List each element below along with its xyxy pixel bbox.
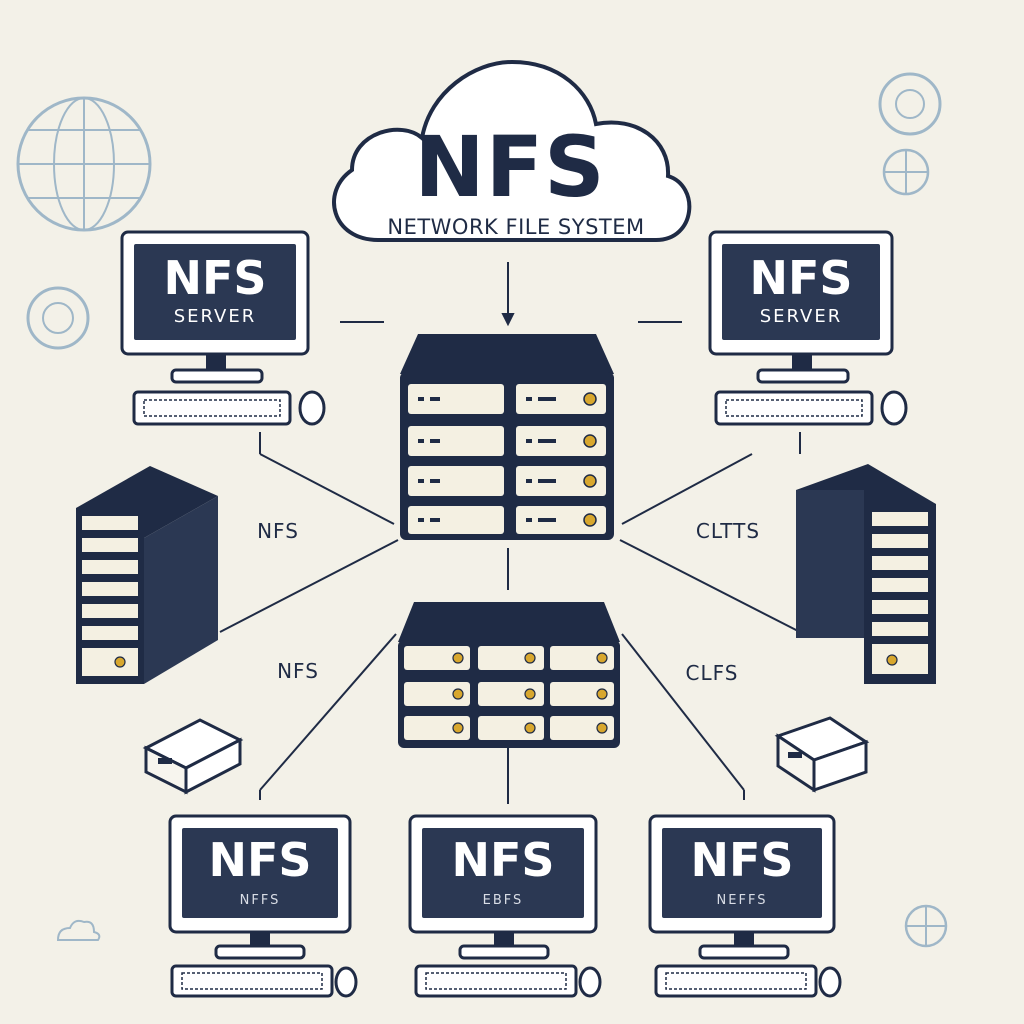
cloud-subtitle: NETWORK FILE SYSTEM — [387, 215, 644, 239]
client-left-subtitle: NFFS — [240, 893, 281, 908]
keyboard-icon — [654, 964, 818, 998]
mouse-icon — [298, 390, 326, 426]
server-monitor-right: NFS SERVER — [708, 230, 908, 426]
drive-box-right — [774, 716, 870, 793]
storage-server-secondary — [398, 602, 620, 748]
link-label-left-upper: NFS — [257, 519, 299, 543]
link-label-right-lower: CLFS — [686, 661, 739, 685]
tower-server-left — [76, 466, 218, 684]
small-cloud-icon — [56, 919, 101, 941]
client-monitor-right: NFS NEFFS — [648, 814, 842, 998]
link-label-left-lower: NFS — [277, 659, 319, 683]
cloud-title: NFS — [414, 118, 605, 216]
client-monitor-center: NFS EBFS — [408, 814, 602, 998]
mouse-icon — [880, 390, 908, 426]
server-left-subtitle: SERVER — [174, 306, 257, 327]
connection-lines — [219, 262, 801, 804]
target-icon-right — [878, 72, 942, 136]
client-center-title: NFS — [451, 833, 554, 887]
target-icon — [26, 286, 90, 350]
mouse-icon — [818, 966, 842, 998]
nfs-cloud: NFS NETWORK FILE SYSTEM — [332, 59, 692, 242]
client-right-subtitle: NEFFS — [717, 893, 768, 908]
keyboard-icon — [170, 964, 334, 998]
client-center-subtitle: EBFS — [483, 893, 524, 908]
keyboard-icon — [414, 964, 578, 998]
client-monitor-left: NFS NFFS — [168, 814, 358, 998]
mouse-icon — [334, 966, 358, 998]
keyboard-icon — [714, 390, 874, 426]
server-right-subtitle: SERVER — [760, 306, 843, 327]
link-label-right-upper: CLTTS — [696, 519, 760, 543]
server-monitor-left: NFS SERVER — [120, 230, 326, 426]
globe-icon — [16, 96, 152, 232]
mouse-icon — [578, 966, 602, 998]
keyboard-icon — [132, 390, 292, 426]
client-right-title: NFS — [690, 833, 793, 887]
client-left-title: NFS — [208, 833, 311, 887]
storage-server-main — [400, 334, 614, 540]
drive-box-left — [142, 718, 244, 795]
server-left-title: NFS — [163, 251, 266, 305]
small-globe-icon — [904, 904, 948, 948]
server-right-title: NFS — [749, 251, 852, 305]
tower-server-right — [796, 464, 936, 684]
crosshair-icon — [882, 148, 930, 196]
